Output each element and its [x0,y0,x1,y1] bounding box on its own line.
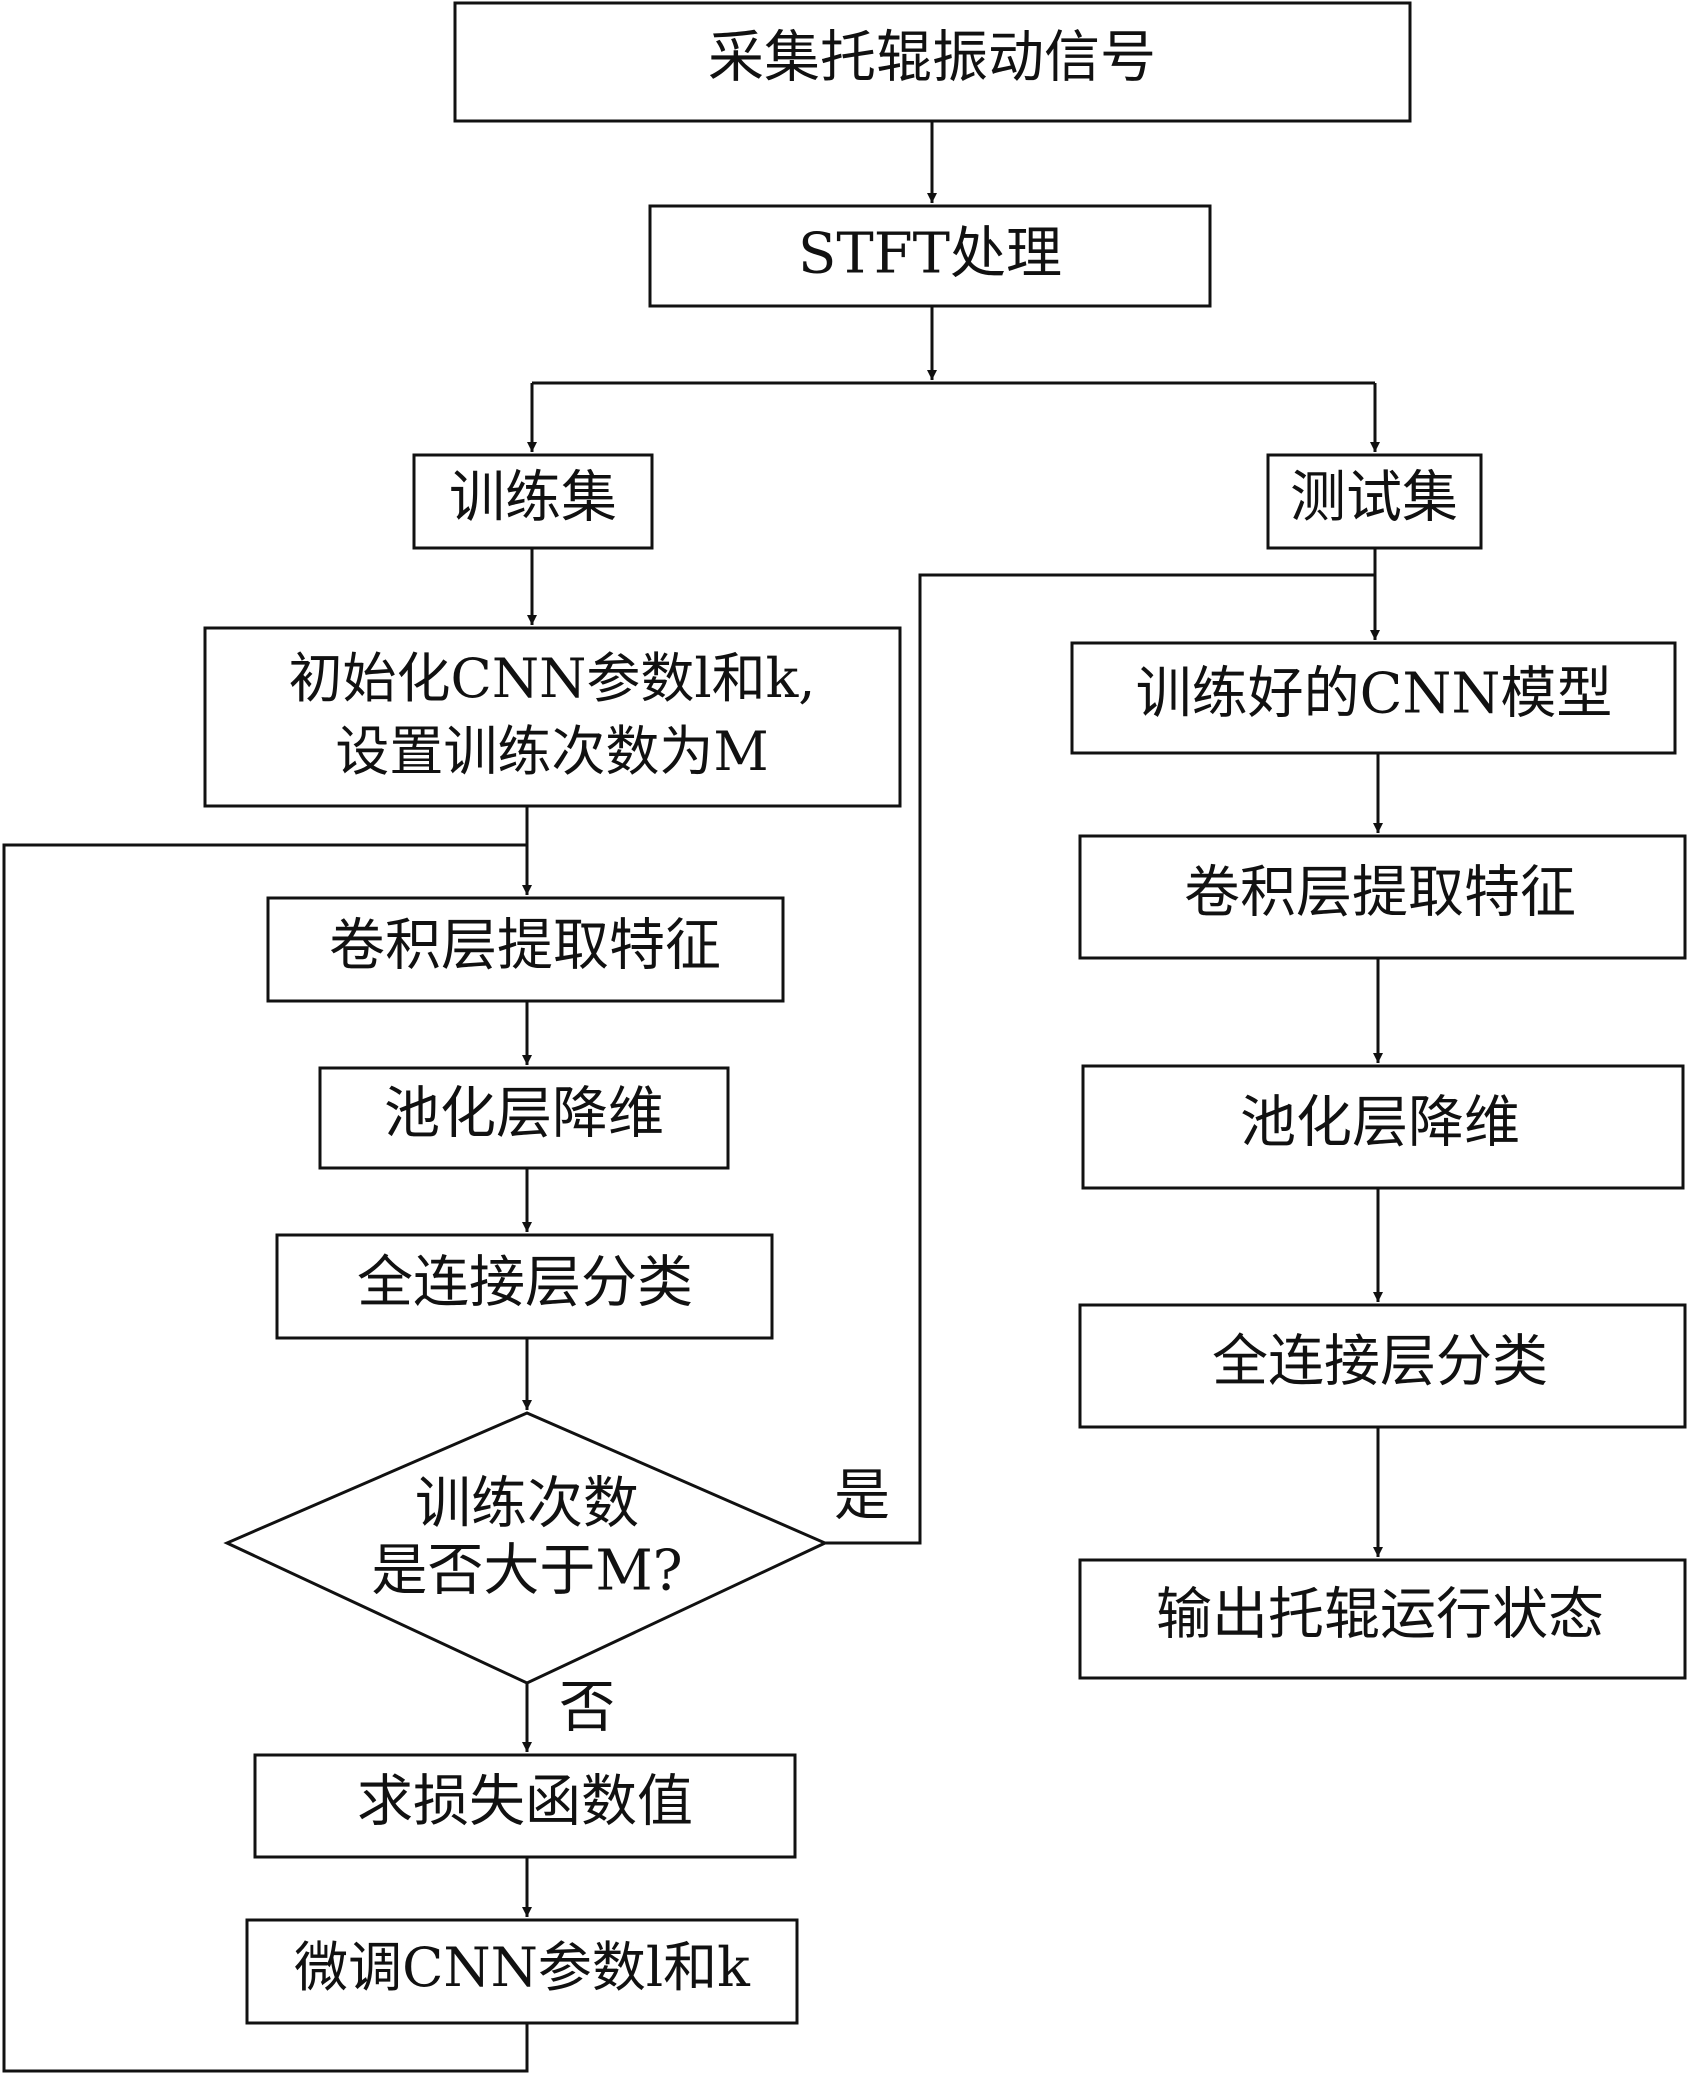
train-pool-box: 池化层降维 [318,1066,730,1170]
train-conv-box: 卷积层提取特征 [266,896,785,1003]
finetune-label: 微调CNN参数l和k [294,1936,751,1999]
finetune-box: 微调CNN参数l和k [245,1918,799,2025]
test-fc-box: 全连接层分类 [1078,1303,1687,1429]
test-set-box: 测试集 [1266,453,1483,550]
loss-box: 求损失函数值 [253,1753,797,1859]
collect-signal-label: 采集托辊振动信号 [708,26,1156,91]
test-conv-box: 卷积层提取特征 [1078,834,1687,960]
yes-label: 是 [834,1464,890,1529]
test-pool-label: 池化层降维 [1240,1091,1520,1156]
decision-line2: 是否大于M? [371,1539,682,1604]
train-fc-label: 全连接层分类 [357,1251,693,1316]
train-set-box: 训练集 [412,453,654,550]
test-conv-label: 卷积层提取特征 [1184,861,1576,926]
stft-box: STFT处理 [648,204,1212,308]
init-params-line2: 设置训练次数为M [335,720,768,783]
decision-diamond: 训练次数 是否大于M? [223,1411,829,1685]
trained-model-box: 训练好的CNN模型 [1070,641,1677,755]
train-pool-label: 池化层降维 [384,1082,664,1147]
init-params-box: 初始化CNN参数l和k, 设置训练次数为M [203,626,902,808]
init-params-line1: 初始化CNN参数l和k, [289,647,816,710]
test-fc-label: 全连接层分类 [1212,1330,1548,1395]
train-fc-box: 全连接层分类 [275,1233,774,1340]
trained-model-label: 训练好的CNN模型 [1136,662,1613,727]
train-set-label: 训练集 [449,466,617,531]
output-status-box: 输出托辊运行状态 [1078,1558,1687,1680]
collect-signal-box: 采集托辊振动信号 [453,1,1412,123]
train-conv-label: 卷积层提取特征 [329,914,721,979]
decision-line1: 训练次数 [415,1472,639,1537]
stft-label: STFT处理 [798,222,1062,287]
output-status-label: 输出托辊运行状态 [1156,1583,1604,1648]
test-set-label: 测试集 [1290,466,1458,531]
no-label: 否 [559,1676,615,1741]
loss-label: 求损失函数值 [357,1770,693,1835]
feedback-loop-line [2,843,529,2073]
test-pool-box: 池化层降维 [1081,1064,1685,1190]
